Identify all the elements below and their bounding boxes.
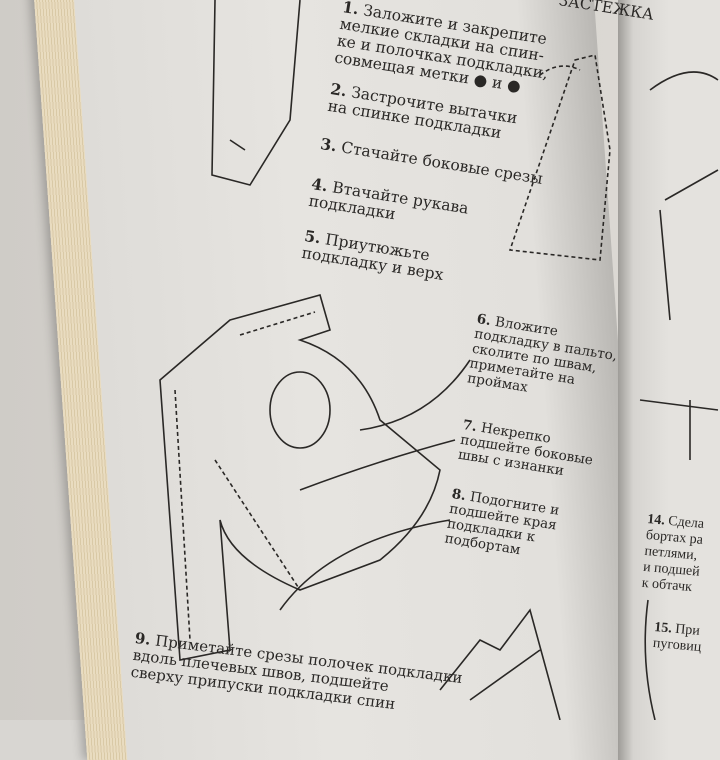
pointer-arrow-7 <box>299 439 456 491</box>
sewing-illustrations <box>159 0 719 720</box>
step-line: При <box>674 621 701 639</box>
illustration-bottom-right <box>439 608 561 720</box>
illustration-coat-lining <box>159 294 441 661</box>
right-step-15: 15. При пуговиц <box>652 620 703 656</box>
illustration-top-right <box>508 54 611 261</box>
illustration-right-page-arrow <box>644 599 656 720</box>
illustration-coat-dashes <box>174 311 316 641</box>
step-line: Сдела <box>667 513 705 532</box>
pointer-arrow-6 <box>359 359 471 431</box>
illustration-right-page-top <box>639 71 719 460</box>
right-step-14: 14. Сдела бортах ра петлями, и подшей к … <box>641 512 705 597</box>
step-number: 14. <box>646 512 666 529</box>
pointer-arrow-8 <box>279 519 451 611</box>
step-number: 15. <box>653 620 673 637</box>
illustration-sleeve <box>269 371 331 449</box>
right-page <box>618 0 720 760</box>
step-number: 3. <box>319 134 339 156</box>
illustration-top-left <box>211 0 301 186</box>
